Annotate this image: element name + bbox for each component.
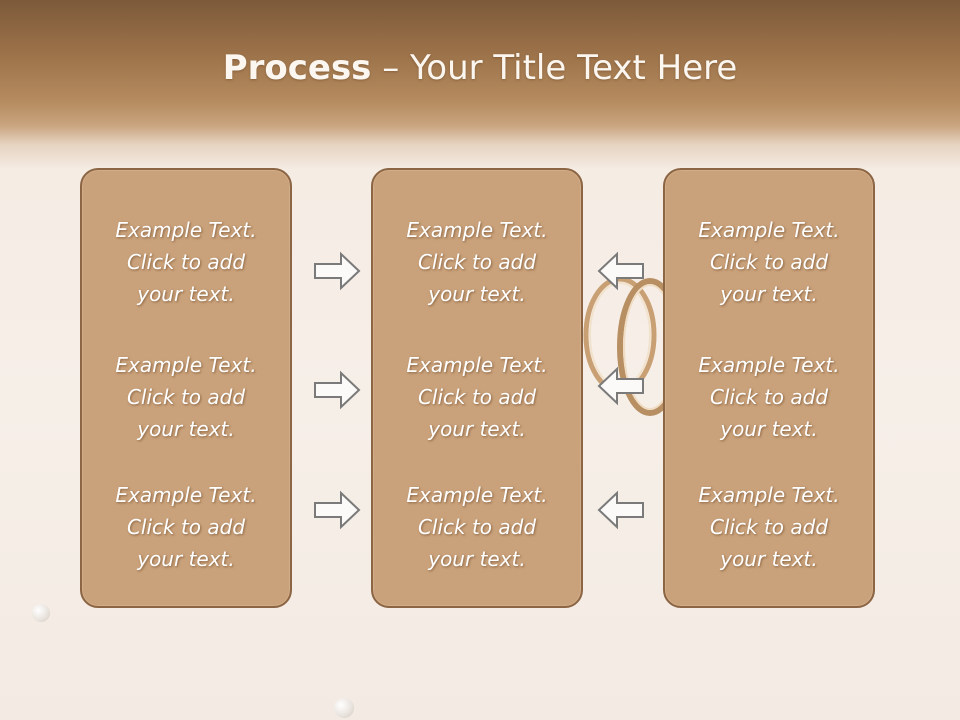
- process-box-middle[interactable]: Example Text. Click to add your text. Ex…: [371, 168, 583, 608]
- text-line: Click to add: [126, 385, 246, 409]
- process-box-right[interactable]: Example Text. Click to add your text. Ex…: [663, 168, 875, 608]
- text-block[interactable]: Example Text. Click to add your text.: [82, 214, 290, 310]
- text-block[interactable]: Example Text. Click to add your text.: [665, 479, 873, 575]
- slide-title[interactable]: Process – Your Title Text Here: [0, 48, 960, 88]
- text-line: your text.: [137, 417, 235, 441]
- text-line: Click to add: [417, 250, 537, 274]
- text-line: your text.: [137, 282, 235, 306]
- arrow-right-icon[interactable]: [313, 370, 361, 410]
- title-bold-text: Process: [222, 48, 372, 88]
- process-box-left[interactable]: Example Text. Click to add your text. Ex…: [80, 168, 292, 608]
- title-rest-text: – Your Title Text Here: [371, 48, 738, 88]
- text-block[interactable]: Example Text. Click to add your text.: [373, 214, 581, 310]
- text-line: your text.: [720, 282, 818, 306]
- text-line: Click to add: [417, 515, 537, 539]
- arrow-right-icon[interactable]: [313, 490, 361, 530]
- text-line: Example Text.: [115, 483, 257, 507]
- text-line: Click to add: [709, 250, 829, 274]
- text-line: Click to add: [126, 250, 246, 274]
- text-line: Example Text.: [115, 218, 257, 242]
- arrow-right-icon[interactable]: [313, 251, 361, 291]
- text-line: Example Text.: [406, 483, 548, 507]
- text-line: your text.: [720, 547, 818, 571]
- arrow-left-icon[interactable]: [597, 251, 645, 291]
- text-line: Example Text.: [406, 218, 548, 242]
- text-block[interactable]: Example Text. Click to add your text.: [665, 349, 873, 445]
- text-line: Example Text.: [698, 483, 840, 507]
- text-block[interactable]: Example Text. Click to add your text.: [373, 349, 581, 445]
- text-line: Example Text.: [698, 218, 840, 242]
- text-line: Click to add: [709, 385, 829, 409]
- text-line: Click to add: [126, 515, 246, 539]
- text-line: Example Text.: [115, 353, 257, 377]
- arrow-left-icon[interactable]: [597, 366, 645, 406]
- text-line: your text.: [428, 282, 526, 306]
- text-line: Example Text.: [698, 353, 840, 377]
- pearl-decoration: [334, 698, 354, 718]
- text-line: your text.: [720, 417, 818, 441]
- text-line: your text.: [428, 547, 526, 571]
- text-line: your text.: [137, 547, 235, 571]
- text-block[interactable]: Example Text. Click to add your text.: [665, 214, 873, 310]
- pearl-decoration: [32, 604, 50, 622]
- arrow-left-icon[interactable]: [597, 490, 645, 530]
- text-line: Click to add: [709, 515, 829, 539]
- text-block[interactable]: Example Text. Click to add your text.: [373, 479, 581, 575]
- text-block[interactable]: Example Text. Click to add your text.: [82, 349, 290, 445]
- text-line: Example Text.: [406, 353, 548, 377]
- text-line: your text.: [428, 417, 526, 441]
- text-line: Click to add: [417, 385, 537, 409]
- text-block[interactable]: Example Text. Click to add your text.: [82, 479, 290, 575]
